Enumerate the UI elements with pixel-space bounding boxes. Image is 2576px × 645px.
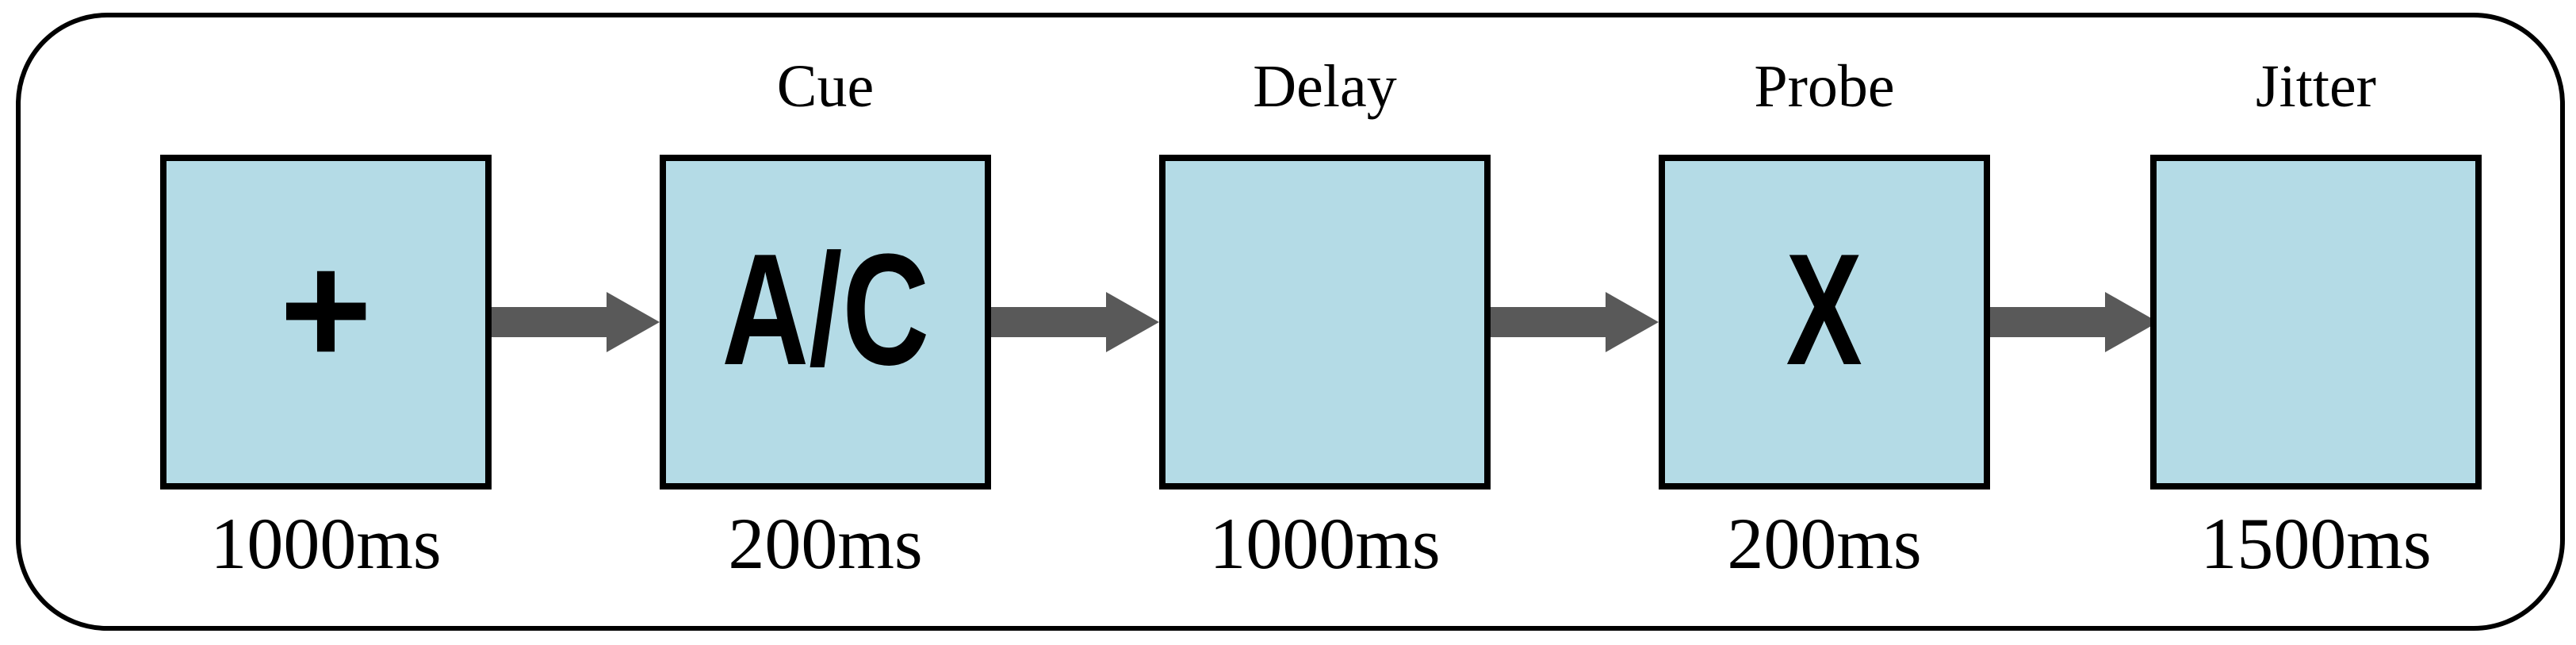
jitter-box <box>2150 155 2482 490</box>
stage-duration: 1500ms <box>2200 503 2432 584</box>
cue-letters-symbol: A/C <box>722 221 929 398</box>
stage-probe: Probe X 200ms <box>1659 0 1990 645</box>
flow-arrow-icon <box>492 290 660 354</box>
fixation-box: + <box>160 155 492 490</box>
stage-duration: 1000ms <box>210 503 442 584</box>
delay-box <box>1159 155 1491 490</box>
flow-arrow-icon <box>1491 290 1659 354</box>
stage-jitter: Jitter 1500ms <box>2150 0 2482 645</box>
stage-label: Delay <box>1253 53 1397 120</box>
fixation-cross-symbol: + <box>279 221 373 398</box>
stage-label: Probe <box>1754 53 1895 120</box>
stage-duration: 200ms <box>1727 503 1922 584</box>
stage-label <box>81 49 571 125</box>
stage-delay: Delay 1000ms <box>1159 0 1491 645</box>
probe-box: X <box>1659 155 1990 490</box>
flow-arrow-icon <box>1990 290 2158 354</box>
cue-box: A/C <box>660 155 991 490</box>
flow-arrow-icon <box>991 290 1159 354</box>
stage-duration: 1000ms <box>1209 503 1441 584</box>
figure-frame <box>16 13 2565 631</box>
stage-duration: 200ms <box>728 503 923 584</box>
stage-label: Jitter <box>2256 53 2376 120</box>
stage-label: Cue <box>776 53 875 120</box>
probe-letter-symbol: X <box>1786 221 1863 398</box>
stage-fixation: + 1000ms <box>160 0 492 645</box>
stage-cue: Cue A/C 200ms <box>660 0 991 645</box>
